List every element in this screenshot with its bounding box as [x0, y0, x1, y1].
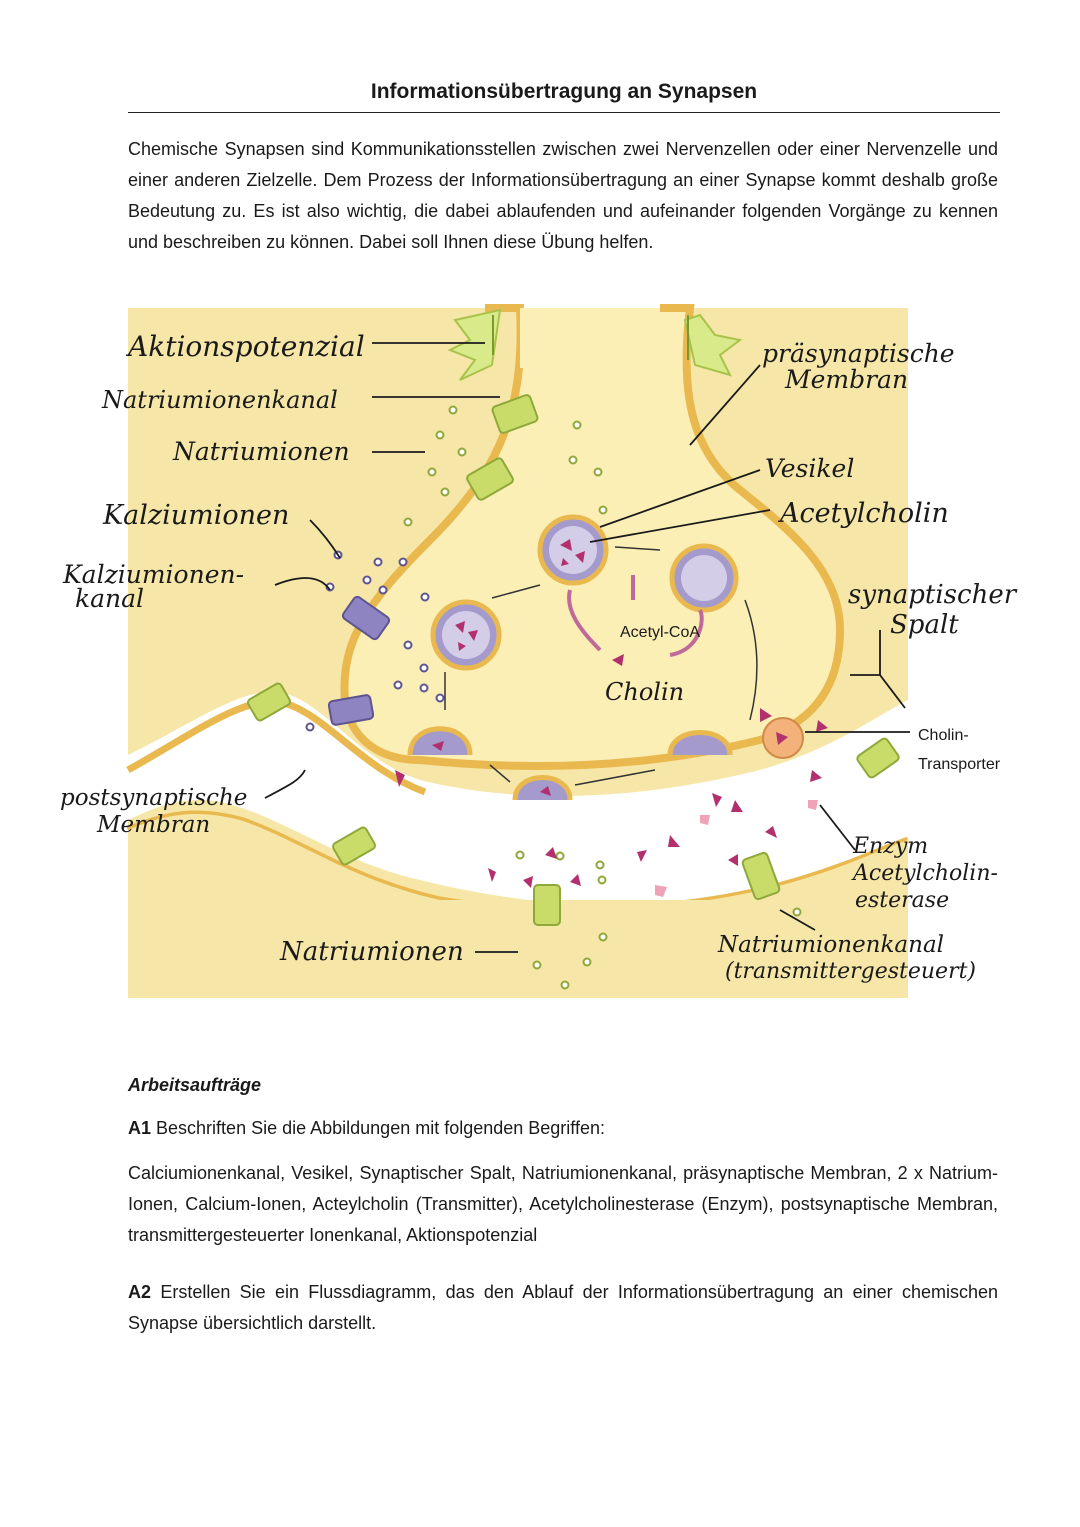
- synapse-figure: Acetyl-CoA Cholin- Transporter Aktionspo…: [0, 300, 1080, 1020]
- synthesis-arrows: [567, 575, 704, 657]
- sodium-channel-presynaptic-1: [491, 394, 539, 434]
- leader-lines: [264, 342, 910, 953]
- task-a1-terms: Calciumionenkanal, Vesikel, Synaptischer…: [128, 1163, 998, 1245]
- task-a1: A1 Beschriften Sie die Abbildungen mit f…: [128, 1113, 998, 1144]
- hand-synaptischer-1: synaptischer: [848, 580, 1018, 610]
- hand-enzym-1: Enzym: [852, 834, 928, 859]
- label-acetyl-coa: Acetyl-CoA: [620, 624, 700, 641]
- hand-aktionspotenzial: Aktionspotenzial: [125, 330, 365, 363]
- hand-natriumionenkanal: Natriumionenkanal: [101, 386, 338, 414]
- hand-praesynaptische-1: präsynaptische: [762, 339, 955, 368]
- recycling-arrows: [444, 546, 758, 786]
- cholin-molecules: [655, 800, 818, 897]
- cholin-transporter: [762, 717, 804, 759]
- hand-kalziumionen: Kalziumionen: [102, 500, 289, 531]
- task-a1-label: A1: [128, 1118, 152, 1138]
- synapse-diagram: Acetyl-CoA Cholin- Transporter Aktionspo…: [60, 304, 1018, 998]
- hand-synaptischer-2: Spalt: [890, 610, 959, 640]
- task-a2: A2 Erstellen Sie ein Flussdiagramm, das …: [128, 1277, 998, 1339]
- hand-cholin: Cholin: [605, 678, 684, 706]
- label-cholin-transporter-2: Transporter: [918, 756, 1001, 773]
- hand-natrium-kanal-tg-1: Natriumionenkanal: [717, 932, 944, 958]
- task-a1-text: Beschriften Sie die Abbildungen mit folg…: [156, 1118, 606, 1138]
- task-a2-text: Erstellen Sie ein Flussdiagramm, das den…: [128, 1282, 998, 1333]
- sodium-channel-postsynaptic-left: [247, 682, 291, 722]
- ligand-gated-channel-center: [533, 884, 561, 926]
- hand-postsynaptische-1: postsynaptische: [60, 785, 247, 811]
- hand-vesikel: Vesikel: [765, 454, 854, 483]
- task-a2-label: A2: [128, 1282, 152, 1302]
- intro-paragraph: Chemische Synapsen sind Kommunikationsst…: [128, 139, 998, 252]
- hand-natriumionen-top: Natriumionen: [172, 437, 350, 466]
- vesicle-fusing: [512, 775, 573, 801]
- sodium-channel-postsynaptic-mid-left: [332, 826, 376, 866]
- sodium-ions: [403, 405, 802, 990]
- hand-postsynaptische-2: Membran: [96, 812, 210, 838]
- tasks-section: Arbeitsaufträge A1 Beschriften Sie die A…: [128, 1070, 998, 1353]
- vesicle-docking: [407, 726, 473, 756]
- label-cholin-transporter-1: Cholin-: [918, 727, 969, 744]
- hand-acetylcholin: Acetylcholin: [777, 498, 949, 529]
- hand-kalziumionenkanal-1: Kalziumionen-: [62, 560, 244, 589]
- transmitter-molecules: [395, 654, 828, 888]
- hand-natriumionen-bottom: Natriumionen: [279, 937, 464, 967]
- hand-kalziumionenkanal-2: kanal: [75, 584, 144, 613]
- calcium-channel-2: [327, 694, 375, 726]
- action-potential-spark-right: [683, 313, 743, 377]
- sodium-channel-presynaptic-2: [466, 457, 514, 501]
- vesicle-empty: [669, 543, 739, 613]
- hand-natrium-kanal-tg-2: (transmittergesteuert): [725, 959, 976, 984]
- hand-enzym-2: Acetylcholin-: [851, 861, 998, 886]
- hand-praesynaptische-2: Membran: [784, 365, 908, 394]
- postsynaptic-membrane-left: [126, 698, 427, 796]
- action-potential-spark-left: [447, 308, 502, 381]
- page-title: Informationsübertragung an Synapsen: [128, 80, 1000, 113]
- sodium-channel-postsynaptic-right: [856, 737, 900, 779]
- vesicle-2: [430, 599, 502, 671]
- vesicle-recycling: [667, 730, 733, 756]
- calcium-channel-1: [341, 595, 391, 641]
- vesicle-1: [537, 514, 609, 586]
- hand-enzym-3: esterase: [855, 888, 949, 913]
- tasks-heading: Arbeitsaufträge: [128, 1075, 262, 1095]
- ligand-gated-channel-right: [741, 851, 781, 901]
